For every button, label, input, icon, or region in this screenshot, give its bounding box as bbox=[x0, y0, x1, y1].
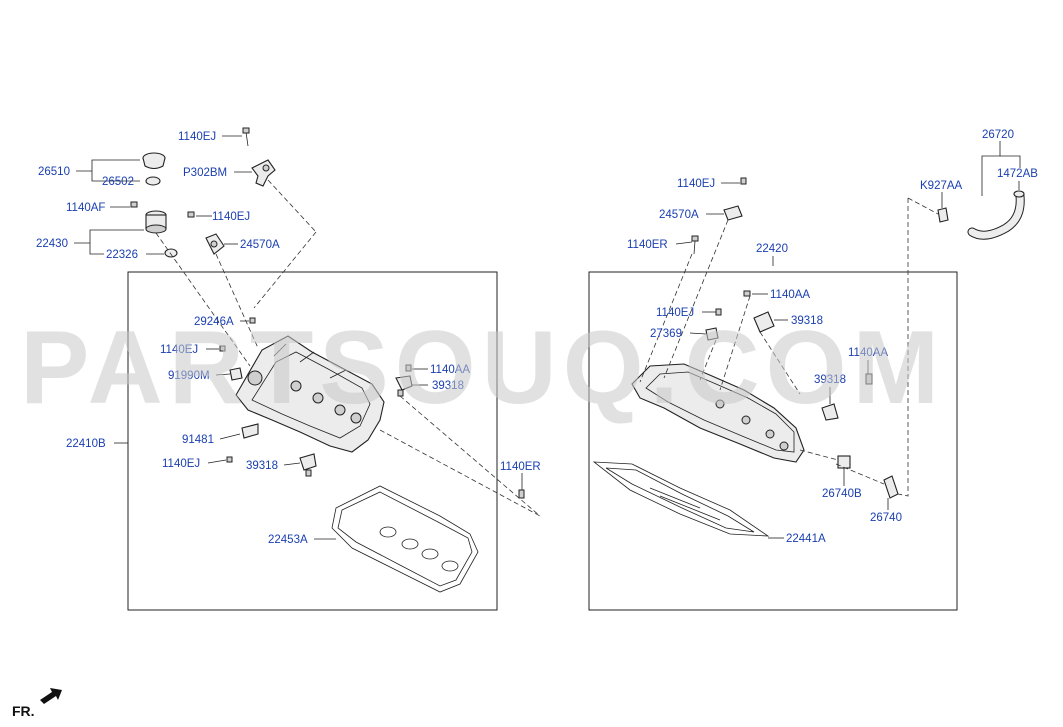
cam-sensor-left-part[interactable] bbox=[395, 375, 413, 397]
label-22441a[interactable]: 22441A bbox=[786, 533, 826, 545]
label-1140ej-a[interactable]: 1140EJ bbox=[178, 131, 216, 143]
bolt-1140er-part[interactable] bbox=[518, 489, 525, 499]
right-leader-lines bbox=[675, 141, 1021, 539]
bolt-1140aa-right-part[interactable] bbox=[743, 290, 751, 297]
cap-gasket-part[interactable] bbox=[145, 176, 161, 186]
label-39318-b[interactable]: 39318 bbox=[246, 460, 278, 472]
valve-cover-gasket-left-part[interactable] bbox=[331, 485, 479, 593]
label-22410b[interactable]: 22410B bbox=[66, 438, 106, 450]
label-1140ej-c[interactable]: 1140EJ bbox=[160, 344, 198, 356]
label-39318-c[interactable]: 39318 bbox=[791, 315, 823, 327]
label-26740[interactable]: 26740 bbox=[870, 512, 902, 524]
breather-hose-part[interactable] bbox=[967, 191, 1025, 240]
bracket-91481-part[interactable] bbox=[241, 423, 259, 439]
label-26502[interactable]: 26502 bbox=[102, 176, 134, 188]
bolt-1140ej-left-part[interactable] bbox=[219, 345, 226, 352]
bolt-1140er-right-part[interactable] bbox=[691, 235, 699, 255]
plug-26740-part[interactable] bbox=[883, 475, 899, 499]
bolt-29246a-part[interactable] bbox=[249, 317, 256, 324]
label-26510[interactable]: 26510 bbox=[38, 166, 70, 178]
label-1140ej-b[interactable]: 1140EJ bbox=[212, 211, 250, 223]
left-valve-cover-part[interactable] bbox=[235, 335, 385, 453]
cam-sensor-right-upper-part[interactable] bbox=[753, 311, 775, 333]
oil-filler-cap-part[interactable] bbox=[142, 152, 166, 170]
clip-91990m-part[interactable] bbox=[229, 367, 243, 381]
label-39318-a[interactable]: 39318 bbox=[432, 380, 464, 392]
label-26720[interactable]: 26720 bbox=[982, 129, 1014, 141]
hose-clamp-1472ab-part[interactable] bbox=[1013, 190, 1025, 198]
label-1140aa-b[interactable]: 1140AA bbox=[770, 289, 810, 301]
cam-sensor-lower-part[interactable] bbox=[299, 453, 317, 477]
label-24570a[interactable]: 24570A bbox=[240, 239, 280, 251]
bolt-1140ej-top-part[interactable] bbox=[242, 127, 250, 147]
label-39318-d[interactable]: 39318 bbox=[814, 374, 846, 386]
label-22430[interactable]: 22430 bbox=[36, 238, 68, 250]
bolt-1140ej-right-top-part[interactable] bbox=[740, 177, 747, 185]
valve-cover-gasket-right-part[interactable] bbox=[592, 461, 770, 537]
cam-sensor-right-lower-part[interactable] bbox=[821, 403, 839, 421]
label-26740b[interactable]: 26740B bbox=[822, 488, 862, 500]
label-22420[interactable]: 22420 bbox=[756, 243, 788, 255]
label-29246a[interactable]: 29246A bbox=[194, 316, 234, 328]
bolt-1140af-part[interactable] bbox=[130, 201, 138, 208]
label-1140ej-d[interactable]: 1140EJ bbox=[162, 458, 200, 470]
label-1140aa[interactable]: 1140AA bbox=[430, 364, 470, 376]
label-k927aa[interactable]: K927AA bbox=[920, 180, 963, 192]
label-24570a-b[interactable]: 24570A bbox=[659, 209, 699, 221]
bracket-24570a-part[interactable] bbox=[205, 233, 225, 255]
bolt-1140ej-mid-part[interactable] bbox=[187, 211, 195, 218]
watermark-text: PARTSOUQ.COM bbox=[20, 310, 945, 426]
front-arrow-icon bbox=[40, 688, 62, 704]
bolt-1140ej-bottom-part[interactable] bbox=[226, 456, 233, 463]
right-valve-cover-part[interactable] bbox=[631, 363, 805, 463]
pcv-fitting-part[interactable] bbox=[251, 159, 276, 187]
label-1140af[interactable]: 1140AF bbox=[66, 202, 105, 214]
label-1472ab[interactable]: 1472AB bbox=[997, 168, 1038, 180]
plug-26740b-part[interactable] bbox=[837, 455, 851, 469]
label-1140aa-c[interactable]: 1140AA bbox=[848, 347, 888, 359]
label-1140er-b[interactable]: 1140ER bbox=[627, 239, 668, 251]
o-ring-part[interactable] bbox=[164, 248, 178, 258]
bolt-1140aa-right-lower-part[interactable] bbox=[865, 373, 873, 385]
left-leader-lines bbox=[74, 135, 523, 540]
label-1140ej-e[interactable]: 1140EJ bbox=[677, 178, 715, 190]
label-91481[interactable]: 91481 bbox=[182, 434, 214, 446]
bolt-1140aa-left-part[interactable] bbox=[405, 364, 412, 372]
right-assembly-frame bbox=[588, 271, 958, 611]
bracket-24570a-right-part[interactable] bbox=[723, 205, 743, 221]
seal-27369-part[interactable] bbox=[705, 327, 719, 341]
breather-housing-part[interactable] bbox=[145, 210, 167, 234]
right-dash-lines bbox=[639, 197, 939, 497]
label-22453a[interactable]: 22453A bbox=[268, 534, 308, 546]
front-label: FR. bbox=[12, 703, 35, 719]
label-27369[interactable]: 27369 bbox=[650, 328, 682, 340]
label-1140ej-f[interactable]: 1140EJ bbox=[656, 307, 694, 319]
left-dash-lines bbox=[155, 179, 541, 517]
left-assembly-frame bbox=[127, 271, 498, 611]
label-p302bm[interactable]: P302BM bbox=[183, 167, 227, 179]
clamp-k927aa-part[interactable] bbox=[937, 207, 949, 223]
label-91990m[interactable]: 91990M bbox=[168, 370, 210, 382]
label-22326[interactable]: 22326 bbox=[106, 249, 138, 261]
label-1140er[interactable]: 1140ER bbox=[500, 461, 541, 473]
